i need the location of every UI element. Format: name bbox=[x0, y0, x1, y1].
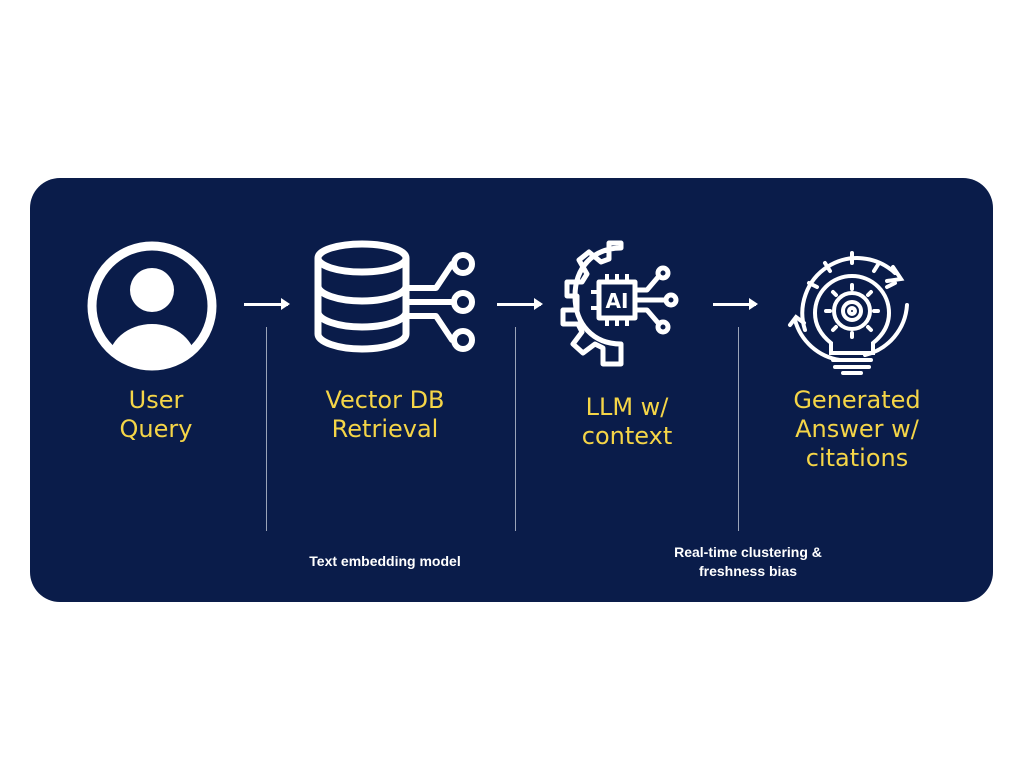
label-line: Generated bbox=[793, 386, 921, 414]
label-line: LLM w/ bbox=[585, 393, 669, 421]
step-label-user-query: User Query bbox=[56, 386, 256, 444]
caption-line: Real-time clustering & bbox=[674, 544, 822, 560]
step-label-llm: LLM w/ context bbox=[527, 393, 727, 451]
label-line: context bbox=[581, 422, 673, 450]
arrow-2 bbox=[497, 298, 543, 310]
user-icon bbox=[87, 241, 217, 371]
database-icon bbox=[314, 240, 475, 353]
label-line: Answer w/ bbox=[795, 415, 919, 443]
label-line: citations bbox=[805, 444, 909, 472]
caption-clustering: Real-time clustering & freshness bias bbox=[628, 543, 868, 581]
label-line: Vector DB bbox=[325, 386, 445, 414]
label-line: Retrieval bbox=[331, 415, 439, 443]
caption-embedding: Text embedding model bbox=[265, 552, 505, 571]
svg-text:AI: AI bbox=[606, 289, 629, 313]
step-label-vector-db: Vector DB Retrieval bbox=[285, 386, 485, 444]
divider-1 bbox=[266, 327, 267, 531]
ai-chip-gear-icon: AI bbox=[560, 240, 679, 367]
arrow-1 bbox=[244, 298, 290, 310]
caption-line: Text embedding model bbox=[309, 553, 461, 569]
label-line: Query bbox=[119, 415, 193, 443]
label-line: User bbox=[128, 386, 184, 414]
step-label-answer: Generated Answer w/ citations bbox=[757, 386, 957, 473]
lightbulb-gear-icon bbox=[788, 251, 909, 375]
caption-line: freshness bias bbox=[698, 563, 798, 579]
pipeline-panel bbox=[30, 178, 993, 602]
divider-2 bbox=[515, 327, 516, 531]
arrow-3 bbox=[713, 298, 758, 310]
divider-3 bbox=[738, 327, 739, 531]
